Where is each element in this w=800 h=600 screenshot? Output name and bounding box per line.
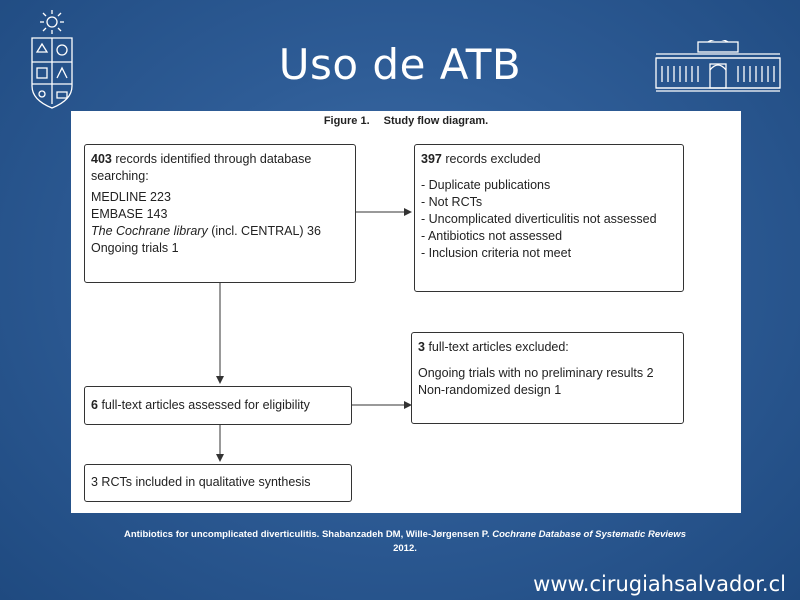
excluded-records-text: records excluded: [445, 152, 541, 166]
excluded-records-count: 397: [421, 152, 442, 166]
exclusion-reason: - Not RCTs: [421, 195, 483, 209]
building-facade-icon: [655, 40, 781, 92]
exclusion-reason: - Uncomplicated diverticulitis not asses…: [421, 212, 657, 226]
fulltext-exclusion-reason: Ongoing trials with no preliminary resul…: [418, 366, 654, 380]
source-medline: MEDLINE 223: [91, 190, 171, 204]
exclusion-reason: - Duplicate publications: [421, 178, 551, 192]
source-cochrane-name: The Cochrane library: [91, 224, 208, 238]
source-ongoing-trials: Ongoing trials 1: [91, 241, 179, 255]
figure-title: Study flow diagram.: [383, 115, 489, 127]
fulltext-excluded-count: 3: [418, 340, 425, 354]
citation-journal: Cochrane Database of Systematic Reviews: [492, 529, 686, 540]
identified-count: 403: [91, 152, 112, 166]
citation-authors: Antibiotics for uncomplicated diverticul…: [124, 529, 490, 540]
fulltext-excluded-text: full-text articles excluded:: [428, 340, 569, 354]
box-records-identified: 403 records identified through database …: [84, 144, 356, 283]
box-included: 3 RCTs included in qualitative synthesis: [84, 464, 352, 502]
flow-connectors: [216, 208, 412, 462]
university-crest-icon: [31, 10, 73, 109]
source-cochrane-detail: (incl. CENTRAL) 36: [207, 224, 321, 238]
website-url: www.cirugiahsalvador.cl: [533, 572, 786, 596]
box-fulltext-excluded: 3 full-text articles excluded: Ongoing t…: [411, 332, 684, 424]
assessed-count: 6: [91, 398, 98, 412]
citation-year: 2012.: [393, 543, 417, 554]
box-records-excluded: 397 records excluded - Duplicate publica…: [414, 144, 684, 292]
exclusion-reason: - Antibiotics not assessed: [421, 229, 563, 243]
flow-diagram-panel: Figure 1. Study flow diagram. 403 records…: [71, 111, 741, 513]
identified-text: records identified through database: [115, 152, 312, 166]
figure-number: Figure 1.: [323, 115, 370, 127]
fulltext-exclusion-reason: Non-randomized design 1: [418, 383, 562, 397]
slide-title: Uso de ATB: [278, 40, 522, 89]
assessed-text: full-text articles assessed for eligibil…: [101, 398, 310, 412]
exclusion-reason: - Inclusion criteria not meet: [421, 246, 572, 260]
source-embase: EMBASE 143: [91, 207, 168, 221]
citation: Antibiotics for uncomplicated diverticul…: [80, 528, 730, 556]
identified-text-2: searching:: [91, 169, 149, 183]
figure-caption: Figure 1. Study flow diagram.: [71, 115, 741, 127]
box-fulltext-assessed: 6 full-text articles assessed for eligib…: [84, 386, 352, 425]
included-text: 3 RCTs included in qualitative synthesis: [91, 475, 311, 489]
